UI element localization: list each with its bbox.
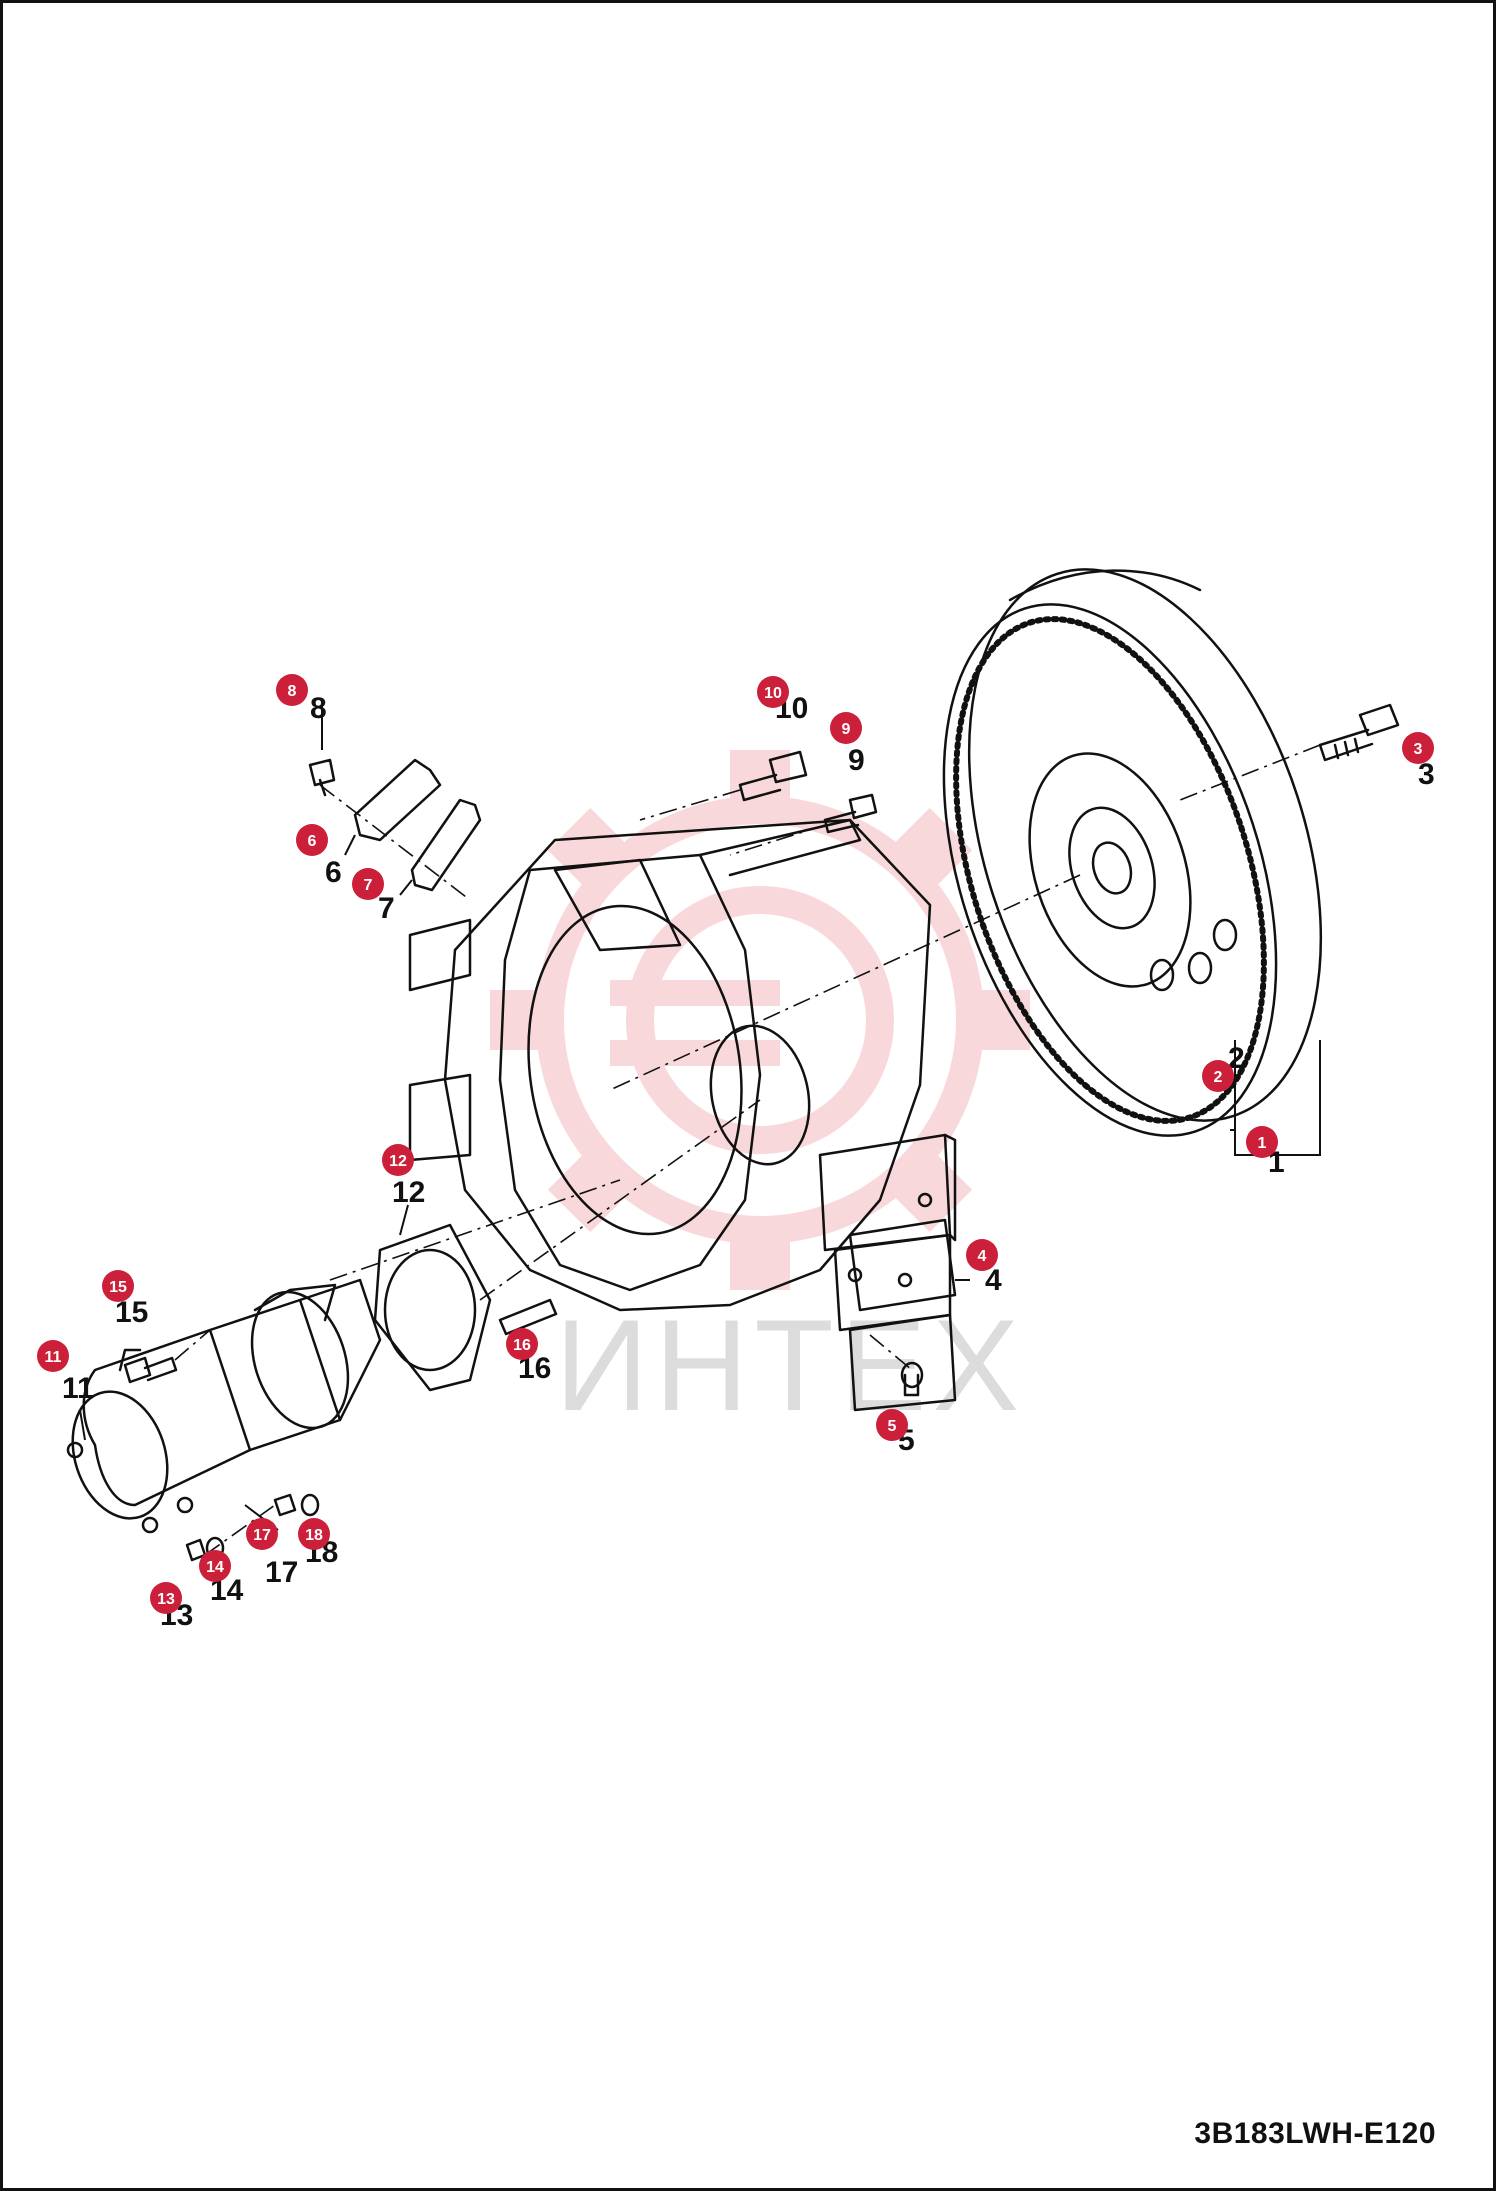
stud [498, 1298, 558, 1336]
callout-badge-15: 15 [102, 1270, 134, 1302]
foot-bolt [900, 1361, 924, 1397]
svg-text:15: 15 [109, 1279, 127, 1296]
callout-badge-14: 14 [199, 1550, 231, 1582]
svg-text:2: 2 [1214, 1069, 1223, 1086]
watermark-text: ИНТЕХ [555, 1292, 1025, 1438]
part-number-17: 17 [265, 1556, 298, 1589]
svg-text:10: 10 [764, 685, 782, 702]
assembly-centerlines [174, 744, 1321, 1556]
callout-badge-10: 10 [757, 676, 789, 708]
part-number-9: 9 [848, 744, 865, 777]
drawing-code: 3B183LWH-E120 [1194, 2117, 1436, 2150]
svg-text:5: 5 [888, 1418, 897, 1435]
flywheel-housing [408, 818, 957, 1412]
callout-badge-18: 18 [298, 1518, 330, 1550]
cover-parts [308, 758, 482, 892]
flywheel-bolt [1318, 703, 1400, 762]
callout-badge-11: 11 [37, 1340, 69, 1372]
starter-bolt [123, 1356, 178, 1384]
part-number-4: 4 [985, 1264, 1002, 1297]
housing-bolts [738, 750, 878, 834]
part-number-3: 3 [1418, 758, 1435, 791]
housing-foot [848, 1218, 957, 1312]
svg-text:3: 3 [1414, 741, 1423, 758]
svg-text:11: 11 [45, 1349, 62, 1366]
callout-badge-13: 13 [150, 1582, 182, 1614]
callout-badge-4: 4 [966, 1239, 998, 1271]
svg-text:1: 1 [1258, 1135, 1267, 1152]
part-number-11: 11 [62, 1372, 94, 1405]
callout-badge-16: 16 [506, 1328, 538, 1360]
svg-text:6: 6 [308, 833, 317, 850]
svg-text:8: 8 [288, 683, 297, 700]
part-number-8: 8 [310, 692, 327, 725]
starter-motor [66, 1278, 382, 1534]
callout-badge-12: 12 [382, 1144, 414, 1176]
svg-text:18: 18 [305, 1527, 323, 1544]
part-number-labels: 1 2 3 4 5 6 7 8 9 10 11 12 13 14 15 16 1… [62, 692, 1435, 1632]
callout-badge-3: 3 [1402, 732, 1434, 764]
callout-badge-2: 2 [1202, 1060, 1234, 1092]
callout-badge-6: 6 [296, 824, 328, 856]
callout-badge-8: 8 [276, 674, 308, 706]
svg-text:14: 14 [206, 1559, 224, 1576]
callout-badges: 1 2 3 4 5 6 7 8 9 10 11 12 13 14 15 16 1… [37, 674, 1434, 1614]
part-number-7: 7 [378, 892, 395, 925]
svg-text:7: 7 [364, 877, 373, 894]
callout-badge-17: 17 [246, 1518, 278, 1550]
svg-text:12: 12 [389, 1153, 407, 1170]
callout-badge-9: 9 [830, 712, 862, 744]
callout-badge-1: 1 [1246, 1126, 1278, 1158]
svg-text:4: 4 [978, 1248, 987, 1265]
svg-text:13: 13 [157, 1591, 175, 1608]
part-number-12: 12 [392, 1176, 425, 1209]
starter-gasket [373, 1223, 492, 1392]
svg-text:9: 9 [842, 721, 851, 738]
part-number-6: 6 [325, 856, 342, 889]
callout-badge-7: 7 [352, 868, 384, 900]
svg-text:17: 17 [253, 1527, 271, 1544]
callout-badge-5: 5 [876, 1409, 908, 1441]
svg-text:16: 16 [513, 1337, 531, 1354]
part-number-2: 2 [1228, 1042, 1245, 1075]
